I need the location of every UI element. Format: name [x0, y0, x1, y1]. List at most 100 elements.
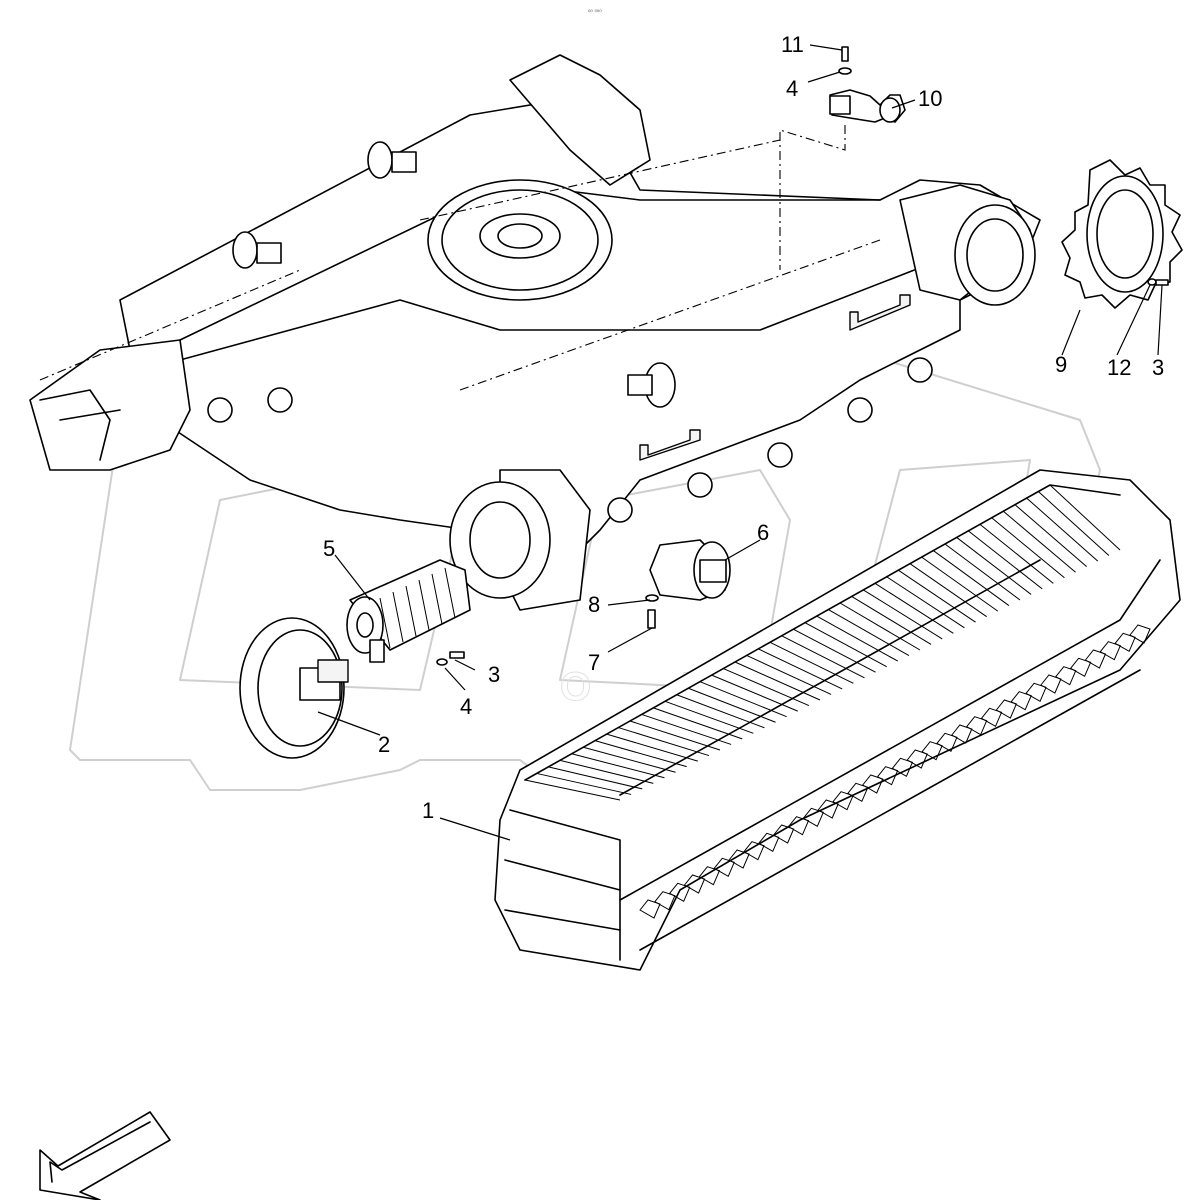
track-link [906, 749, 928, 769]
part-6-track-roller [649, 539, 731, 601]
callout-4-top: 4 [786, 76, 798, 101]
track-link [728, 849, 750, 869]
track-rib [921, 556, 999, 612]
track-rib [711, 674, 798, 712]
track-link [861, 774, 884, 794]
track-rib [594, 740, 687, 768]
upper-roller-left [367, 141, 417, 179]
track-link [713, 857, 735, 878]
track-link [758, 832, 780, 853]
part-7-bolt [647, 609, 656, 629]
part-10-carrier-roller [779, 89, 906, 270]
track-rib [991, 517, 1065, 579]
track-rib [851, 596, 932, 645]
callout-4-front: 4 [460, 694, 472, 719]
callout-1: 1 [422, 798, 434, 823]
track-rib [1003, 510, 1076, 573]
track-link [1069, 657, 1092, 678]
upper-roller-right [627, 362, 676, 408]
track-rib [629, 720, 721, 751]
part-3-bolt-rear [1155, 279, 1169, 286]
track-rib [863, 589, 943, 640]
callout-11: 11 [781, 32, 804, 57]
track-rib [688, 687, 776, 723]
track-link [936, 732, 958, 753]
part-5-recoil-spring [346, 559, 471, 663]
part-1-track [494, 469, 1181, 971]
track-link [743, 841, 765, 861]
track-link [1129, 624, 1151, 644]
track-rib [664, 700, 754, 734]
track-link [802, 807, 825, 828]
track-link [639, 899, 661, 919]
track-rib [758, 648, 843, 690]
track-rib [618, 727, 710, 757]
callout-3-rear: 3 [1152, 355, 1164, 380]
upper-roller-mid [232, 231, 282, 269]
track-rib [956, 537, 1032, 595]
track-rib [979, 523, 1054, 584]
callout-7: 7 [588, 650, 600, 675]
track-link [1084, 649, 1107, 669]
part-9-sprocket [1061, 159, 1183, 309]
track-rib [793, 628, 876, 673]
track-rib [571, 753, 665, 779]
callout-9: 9 [1055, 352, 1067, 377]
track-rib [804, 622, 887, 668]
track-link [683, 874, 706, 894]
track-link [654, 891, 676, 911]
track-rib [723, 668, 810, 707]
track-link [1099, 641, 1121, 661]
track-rib [968, 530, 1043, 590]
callout-2: 2 [378, 732, 390, 757]
track-rib [839, 602, 921, 651]
track-rib [909, 563, 987, 618]
track-link [921, 741, 943, 761]
track-rib [898, 569, 976, 623]
track-rib [944, 543, 1021, 601]
track-link [847, 782, 869, 803]
callout-8: 8 [588, 592, 600, 617]
track-link [817, 799, 839, 819]
track-link [772, 824, 795, 844]
callout-6: 6 [757, 520, 769, 545]
callout-5: 5 [323, 536, 335, 561]
track-rib [559, 759, 654, 784]
track-rib [536, 772, 632, 795]
header-tag: ⁰⁰ ⁰⁰⁰ [588, 9, 602, 16]
track-rib [548, 766, 643, 790]
part-2-idler [239, 617, 349, 759]
track-rib [828, 609, 910, 656]
track-link [1114, 632, 1136, 653]
track-rib [606, 733, 698, 762]
slewing-ring [427, 179, 613, 301]
track-rib [886, 576, 965, 629]
part-12-washer [1147, 278, 1157, 286]
track-rib [1037, 491, 1110, 556]
track-rib [781, 635, 865, 679]
arrow-down-left-icon [39, 1111, 171, 1200]
track-rib [583, 746, 676, 773]
track-rib [524, 779, 621, 801]
track-link [980, 707, 1003, 728]
callout-12: 12 [1107, 355, 1131, 380]
track-link [698, 866, 721, 886]
track-rib [746, 654, 832, 695]
track-link [832, 791, 854, 811]
track-rib [1014, 504, 1087, 568]
part-11-bolt [838, 46, 852, 75]
track-rib [734, 661, 821, 701]
track-link [1025, 682, 1047, 703]
part-8-washer [645, 594, 659, 602]
part-3-bolt-front [449, 651, 465, 659]
callout-3-front: 3 [488, 662, 500, 687]
track-rib [874, 582, 954, 634]
part-4-washer-front [436, 658, 448, 666]
track-link [1055, 666, 1077, 686]
callout-10: 10 [918, 86, 942, 111]
track-rib [769, 641, 854, 684]
track-rib [699, 681, 787, 718]
track-rib [816, 615, 899, 662]
track-link [1010, 691, 1032, 711]
track-link [787, 816, 810, 836]
